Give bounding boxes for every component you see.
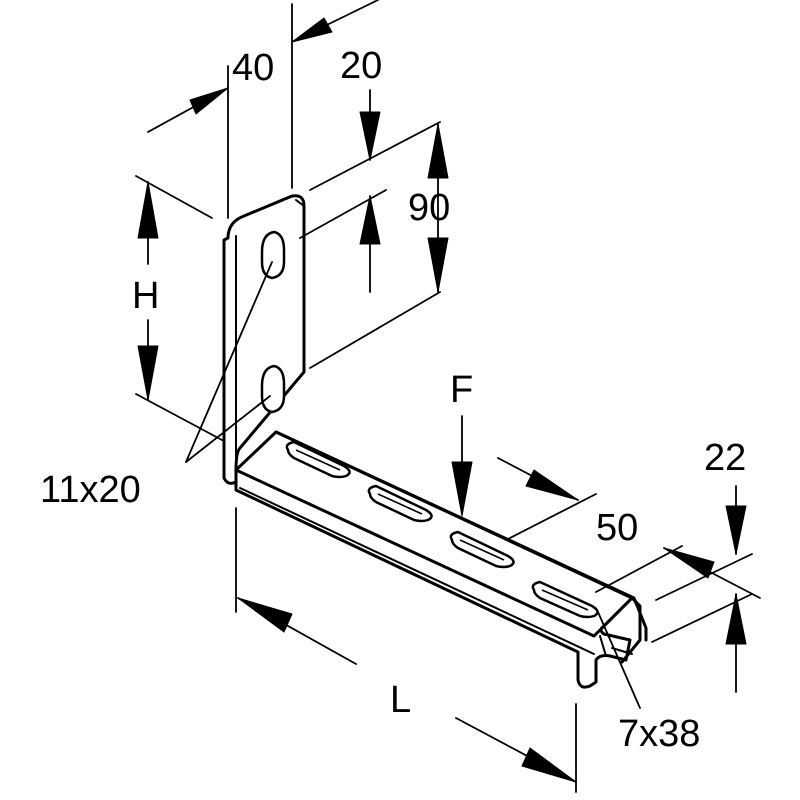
arrow-head [359,195,381,245]
channel-slot-3 [449,530,515,569]
label-hole-spacing: 90 [408,187,450,229]
label-hole-offset: 20 [340,45,382,87]
arrow-head [427,237,449,293]
arrow-head [359,111,381,161]
label-slot-size: 7x38 [618,713,700,755]
label-channel-depth: 22 [704,437,746,479]
arrow-head [137,345,159,401]
arrow-head [725,505,747,555]
dimension-channel-depth: 22 [651,437,753,693]
arrow-head [525,469,579,501]
dimension-channel-width: 50 [497,457,761,599]
arrow-head [427,123,449,179]
dimension-hole-spacing: 90 [309,123,450,369]
arrow-head [237,597,293,633]
leader-hole-size: 11x20 [40,261,273,511]
wall-plate [222,194,306,485]
dimension-plate-width: 40 [147,0,379,219]
label-hole-size: 11x20 [40,469,141,511]
label-length: L [390,679,411,721]
arrow-head [291,17,333,43]
arrow-head [137,181,159,239]
channel-slot-1 [285,440,351,479]
label-height: H [132,275,159,317]
dimension-hole-offset: 20 [299,45,441,293]
label-channel-width: 50 [596,507,638,549]
label-load: F [450,369,473,411]
channel-slot-2 [367,484,433,523]
strut-channel [234,430,648,689]
label-plate-width: 40 [232,47,274,89]
mounting-hole-lower [260,364,286,414]
load-arrow: F [450,369,473,517]
arrow-head [451,461,473,517]
arrow-head [189,87,229,115]
arrow-head [725,593,747,645]
dimension-length: L [235,507,577,793]
arrow-head [663,547,715,579]
arrow-head [521,747,577,783]
mounting-hole-upper [260,230,286,280]
leader-slot-size: 7x38 [597,611,700,755]
dimension-height: H [132,175,223,441]
channel-slot-4 [531,580,599,619]
